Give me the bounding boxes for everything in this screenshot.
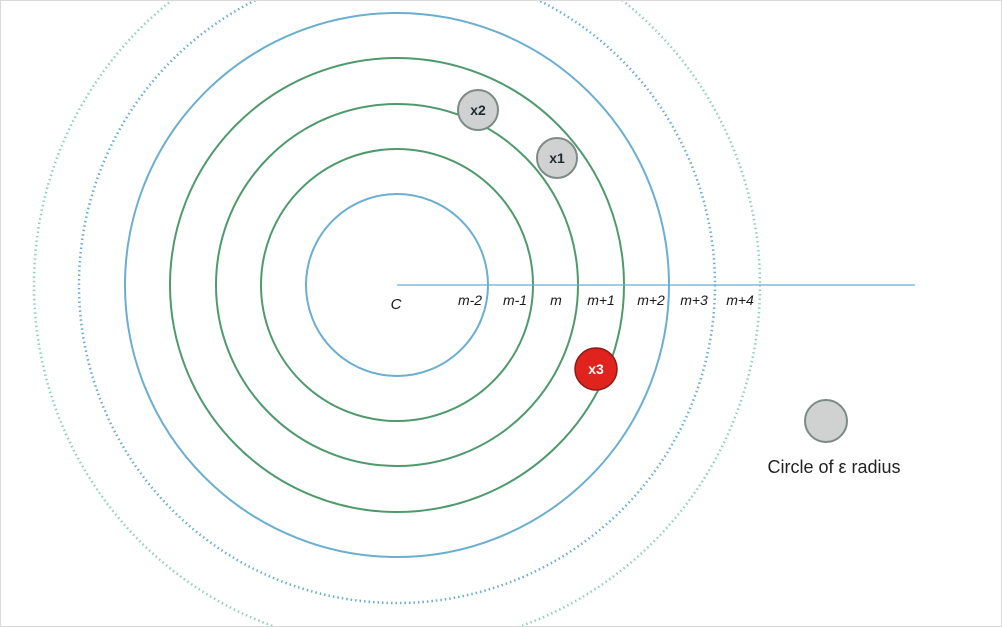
ring-label: m+1 bbox=[587, 292, 615, 308]
point-x2: x2 bbox=[457, 89, 499, 131]
point-label: x2 bbox=[470, 102, 486, 118]
ring-label: m+3 bbox=[680, 292, 708, 308]
legend-epsilon-circle-icon bbox=[804, 399, 848, 443]
ring-label: m+4 bbox=[726, 292, 754, 308]
center-label: C bbox=[391, 296, 402, 313]
point-label: x1 bbox=[549, 150, 565, 166]
legend-text: Circle of ε radius bbox=[767, 457, 900, 477]
ring-label: m-1 bbox=[503, 292, 527, 308]
point-x1: x1 bbox=[536, 137, 578, 179]
point-label: x3 bbox=[588, 361, 604, 377]
point-x3: x3 bbox=[574, 347, 618, 391]
ring-label: m+2 bbox=[637, 292, 665, 308]
ring-label: m bbox=[550, 292, 562, 308]
ring-label: m-2 bbox=[458, 292, 482, 308]
